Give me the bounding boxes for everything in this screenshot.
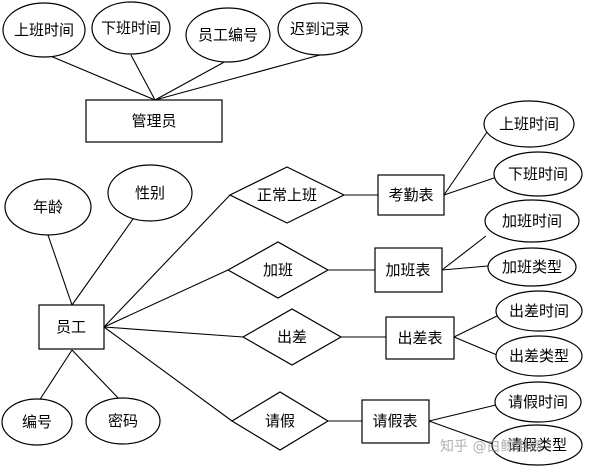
entity-admin-label: 管理员 (131, 112, 176, 130)
watermark: 知乎 @白鲸电商 (440, 439, 543, 455)
attr-emp-password-label: 密码 (108, 412, 138, 430)
edge-leave-time (428, 404, 497, 422)
entity-employee-label: 员工 (56, 318, 86, 336)
attr-leave-time: 请假时间 (494, 381, 582, 423)
rel-normal-work-label: 正常上班 (257, 186, 317, 204)
attr-admin-clock-out-label: 下班时间 (101, 19, 161, 37)
relationship-nodes: 正常上班 加班 出差 请假 (226, 166, 346, 451)
edge-ot-type (441, 265, 489, 271)
edge-admin-employee-no (154, 59, 229, 101)
edge-att-clock-out (443, 177, 495, 196)
edge-ot-time (441, 235, 487, 271)
attr-trip-type-label: 出差类型 (509, 347, 569, 365)
edge-admin-clock-out (130, 54, 156, 101)
edge-trip-type (453, 336, 498, 356)
attr-admin-employee-no-label: 员工编号 (198, 26, 258, 44)
entity-overtime-table-label: 加班表 (385, 261, 430, 279)
attribute-nodes: 上班时间 下班时间 员工编号 迟到记录 年龄 性别 编号 密码 (1, 1, 583, 466)
attr-admin-late-record-label: 迟到记录 (290, 20, 350, 38)
attr-emp-gender-label: 性别 (135, 184, 165, 202)
entity-leave-table: 请假表 (361, 399, 430, 444)
attr-emp-password: 密码 (85, 397, 161, 445)
attr-trip-time: 出差时间 (495, 290, 583, 332)
attr-emp-gender: 性别 (107, 164, 193, 222)
entity-attendance-table: 考勤表 (377, 174, 445, 216)
rel-overtime: 加班 (226, 241, 330, 299)
attr-att-clock-out: 下班时间 (493, 151, 583, 197)
attr-emp-id-label: 编号 (22, 413, 52, 431)
rel-overtime-label: 加班 (263, 261, 293, 279)
attr-trip-type: 出差类型 (495, 335, 583, 377)
attr-att-clock-out-label: 下班时间 (508, 165, 568, 183)
entity-attendance-table-label: 考勤表 (388, 186, 433, 204)
edge-emp-trip (103, 326, 244, 338)
entity-nodes: 管理员 员工 考勤表 加班表 出差表 请假表 (38, 99, 455, 444)
edge-emp-overtime (103, 269, 229, 328)
attr-admin-clock-in: 上班时间 (2, 2, 86, 58)
edge-emp-leave (103, 326, 233, 422)
rel-normal-work: 正常上班 (228, 166, 346, 224)
attr-emp-age: 年龄 (4, 178, 92, 236)
entity-employee: 员工 (38, 304, 105, 350)
edge-trip-time (453, 315, 498, 338)
edge-emp-id (36, 349, 73, 405)
attr-ot-time: 加班时间 (484, 199, 580, 243)
entity-trip-table: 出差表 (385, 316, 455, 360)
entity-leave-table-label: 请假表 (372, 412, 417, 430)
rel-business-trip-label: 出差 (277, 328, 307, 346)
entity-trip-table-label: 出差表 (397, 329, 442, 347)
edge-emp-password (71, 349, 124, 404)
attr-leave-type: 请假类型 (491, 424, 583, 466)
attr-att-clock-in: 上班时间 (483, 100, 575, 148)
edge-admin-clock-in (47, 54, 156, 101)
attr-leave-time-label: 请假时间 (508, 393, 568, 411)
edge-att-clock-in (443, 131, 488, 196)
edge-emp-normal-work (103, 194, 231, 328)
edge-emp-age (47, 234, 73, 306)
edge-admin-late-record (154, 54, 321, 101)
attr-emp-age-label: 年龄 (33, 198, 63, 216)
attr-admin-employee-no: 员工编号 (185, 7, 271, 63)
attr-ot-time-label: 加班时间 (502, 212, 562, 230)
edge-leave-type (428, 420, 494, 445)
attr-emp-id: 编号 (1, 398, 73, 446)
rel-leave-label: 请假 (265, 412, 295, 430)
attr-admin-clock-in-label: 上班时间 (14, 21, 74, 39)
rel-business-trip: 出差 (241, 308, 343, 366)
attr-att-clock-in-label: 上班时间 (499, 115, 559, 133)
attr-admin-clock-out: 下班时间 (91, 1, 171, 55)
attr-ot-type: 加班类型 (487, 247, 577, 287)
entity-admin: 管理员 (85, 99, 223, 143)
attr-ot-type-label: 加班类型 (502, 258, 562, 276)
attr-trip-time-label: 出差时间 (509, 302, 569, 320)
rel-leave: 请假 (230, 391, 330, 451)
entity-overtime-table: 加班表 (374, 247, 443, 293)
attr-leave-type-label: 请假类型 (507, 436, 567, 454)
attr-admin-late-record: 迟到记录 (277, 2, 363, 56)
